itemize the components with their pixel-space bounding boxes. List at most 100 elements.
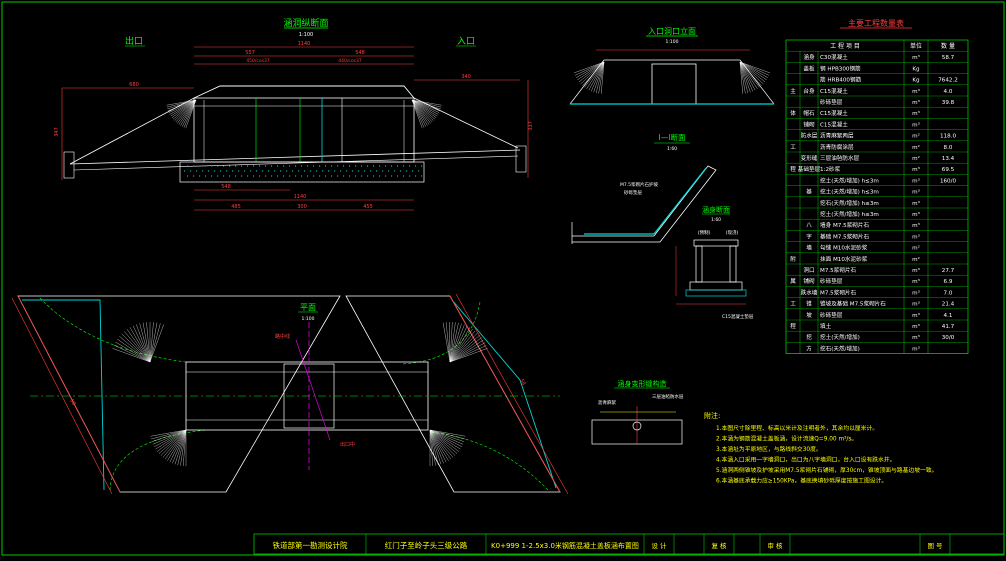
inlet-fan-lines [573, 61, 771, 94]
table-cell: m³ [912, 301, 920, 308]
table-cell: 钢 HPB300钢筋 [820, 64, 861, 72]
table-cell: m² [912, 133, 920, 140]
table-cell: m³ [912, 267, 920, 274]
dim-bottom-left: 548 [221, 184, 231, 190]
joint-note-1: 沥青麻絮 [598, 399, 616, 406]
table-cell: 洞口 [803, 266, 814, 274]
table-cell: 墙 [806, 244, 812, 252]
titleblock-org: 铁道部第一勘测设计院 [273, 540, 348, 550]
culvert-section: 涵身断面 1:60 (预制) (现浇) C15混凝土垫层 [675, 205, 754, 320]
table-cell: m³ [912, 289, 920, 296]
table-cell: 筋 HRB400钢筋 [820, 76, 862, 84]
table-cell: m³ [912, 121, 920, 128]
culvert-left-label: (预制) [698, 229, 711, 236]
note-line: 1.本图尺寸除里程、标高以米计及注明者外，其余均以厘米计。 [716, 424, 878, 432]
table-cell: 基 [806, 188, 812, 196]
table-cell: 盖板 [803, 64, 815, 72]
table-cell: 13.4 [942, 156, 955, 162]
table-cell: 1:2砂浆 [820, 165, 841, 173]
table-cell: 21.4 [942, 302, 955, 308]
table-cell: 160/0 [940, 178, 957, 184]
dim-left-ext: 680 [129, 82, 139, 88]
dim-b-mid: 300 [297, 204, 307, 210]
inlet-elevation: 入口洞口立面 1:100 [569, 26, 775, 105]
table-cell: 4.1 [944, 313, 953, 319]
table-cell: m³ [912, 222, 920, 229]
table-cell: m² [912, 155, 920, 162]
table-cell: 挖 [806, 333, 812, 341]
table-cell: C15混凝土 [820, 87, 848, 95]
table-cell: 坡 [806, 311, 812, 319]
table-cell: m³ [912, 177, 920, 184]
table-cell: 铺砌 [803, 120, 815, 128]
table-cell: 118.0 [940, 134, 956, 140]
table-cell: M7.5浆砌片石 [820, 266, 857, 274]
plan-label-outlet: 出口中 [340, 441, 355, 448]
section-title: I—I断面 [659, 132, 686, 142]
table-cell: Kg [912, 78, 920, 84]
table-cell: 方 [806, 344, 812, 352]
table-cell: 工 [790, 301, 796, 308]
titleblock-project: 红门子至岭子头三级公路 [385, 540, 468, 550]
table-cell: m³ [912, 334, 920, 341]
table-cell: 挖土(天然/增加) h≤3m [820, 188, 879, 196]
table-cell: 砂砾垫层 [820, 277, 843, 285]
table-cell: 挖土(天然/增加) h≤3m [820, 176, 879, 184]
table-title: 主要工程数量表 [848, 18, 904, 28]
table-cell: 变形缝 [801, 154, 818, 162]
table-cell: 铺砌 [803, 277, 815, 285]
table-cell: m³ [912, 312, 920, 319]
table-cell: 防水层 [801, 132, 818, 140]
dim-b-right: 455 [363, 204, 373, 210]
table-header: 数 量 [941, 42, 955, 50]
table-cell: 沥青麻絮两层 [820, 132, 854, 140]
joint-detail: 涵身变形缝构造 沥青麻絮 三层油毡防水层 [591, 379, 684, 445]
table-cell: 涵身 [803, 53, 815, 61]
table-cell: 墙身 M7.5浆砌片石 [820, 221, 869, 229]
section-1-1: I—I断面 1:60 M7.5浆砌片石护坡 砂砾垫层 [571, 132, 717, 244]
table-cell: 台身 [803, 87, 815, 95]
table-cell: m³ [912, 166, 920, 173]
table-cell: 填土 [820, 322, 832, 330]
table-cell: 程 [790, 322, 796, 330]
inlet-label: 入口 [457, 36, 475, 47]
titleblock-review: 审 核 [767, 541, 783, 550]
table-cell: m³ [912, 54, 920, 61]
table-cell: 58.7 [942, 55, 955, 61]
table-cell: 基础 M7.5浆砌片石 [820, 232, 869, 240]
table-cell: 4.0 [944, 89, 953, 95]
inlet-elevation-scale: 1:100 [666, 39, 679, 45]
joint-title: 涵身变形缝构造 [618, 379, 667, 388]
dim-slope-left: 450/cos37 [246, 58, 270, 64]
plan-title: 平面 [300, 303, 316, 312]
dim-height-right: 337 [528, 121, 534, 131]
dim-right-ext: 340 [461, 74, 471, 80]
longitudinal-section: 涵洞纵断面 1:100 出口 入口 1140 557 548 450/cos37… [54, 17, 534, 211]
plan-scale: 1:100 [302, 316, 315, 322]
table-cell: 勾缝 M10水泥砂浆 [820, 244, 868, 252]
table-cell: m² [912, 245, 920, 252]
joint-note-2: 三层油毡防水层 [652, 393, 684, 400]
table-cell: 主 [790, 87, 796, 95]
cone-slope-left [166, 99, 197, 129]
foundation-hatch [184, 165, 423, 177]
table-cell: M7.5浆砌片石 [820, 288, 857, 296]
culvert-right-label: (现浇) [726, 229, 739, 236]
table-cell: Kg [912, 66, 920, 72]
table-cell: 三层油毡防水层 [820, 154, 860, 162]
table-cell: m³ [912, 110, 920, 117]
table-cell: 附 [790, 255, 796, 263]
table-cell: 锥 [806, 300, 812, 308]
table-cell: 程 [790, 165, 796, 173]
dim-height-left: 347 [54, 127, 60, 137]
longitudinal-title: 涵洞纵断面 [283, 17, 328, 29]
table-cell: 八 [806, 223, 812, 229]
culvert-note: C15混凝土垫层 [722, 313, 754, 320]
table-cell: m³ [912, 99, 920, 106]
table-cell: 字 [806, 232, 812, 240]
plan-fan-lines [112, 322, 488, 466]
table-cell: 基础垫层 [798, 165, 821, 173]
